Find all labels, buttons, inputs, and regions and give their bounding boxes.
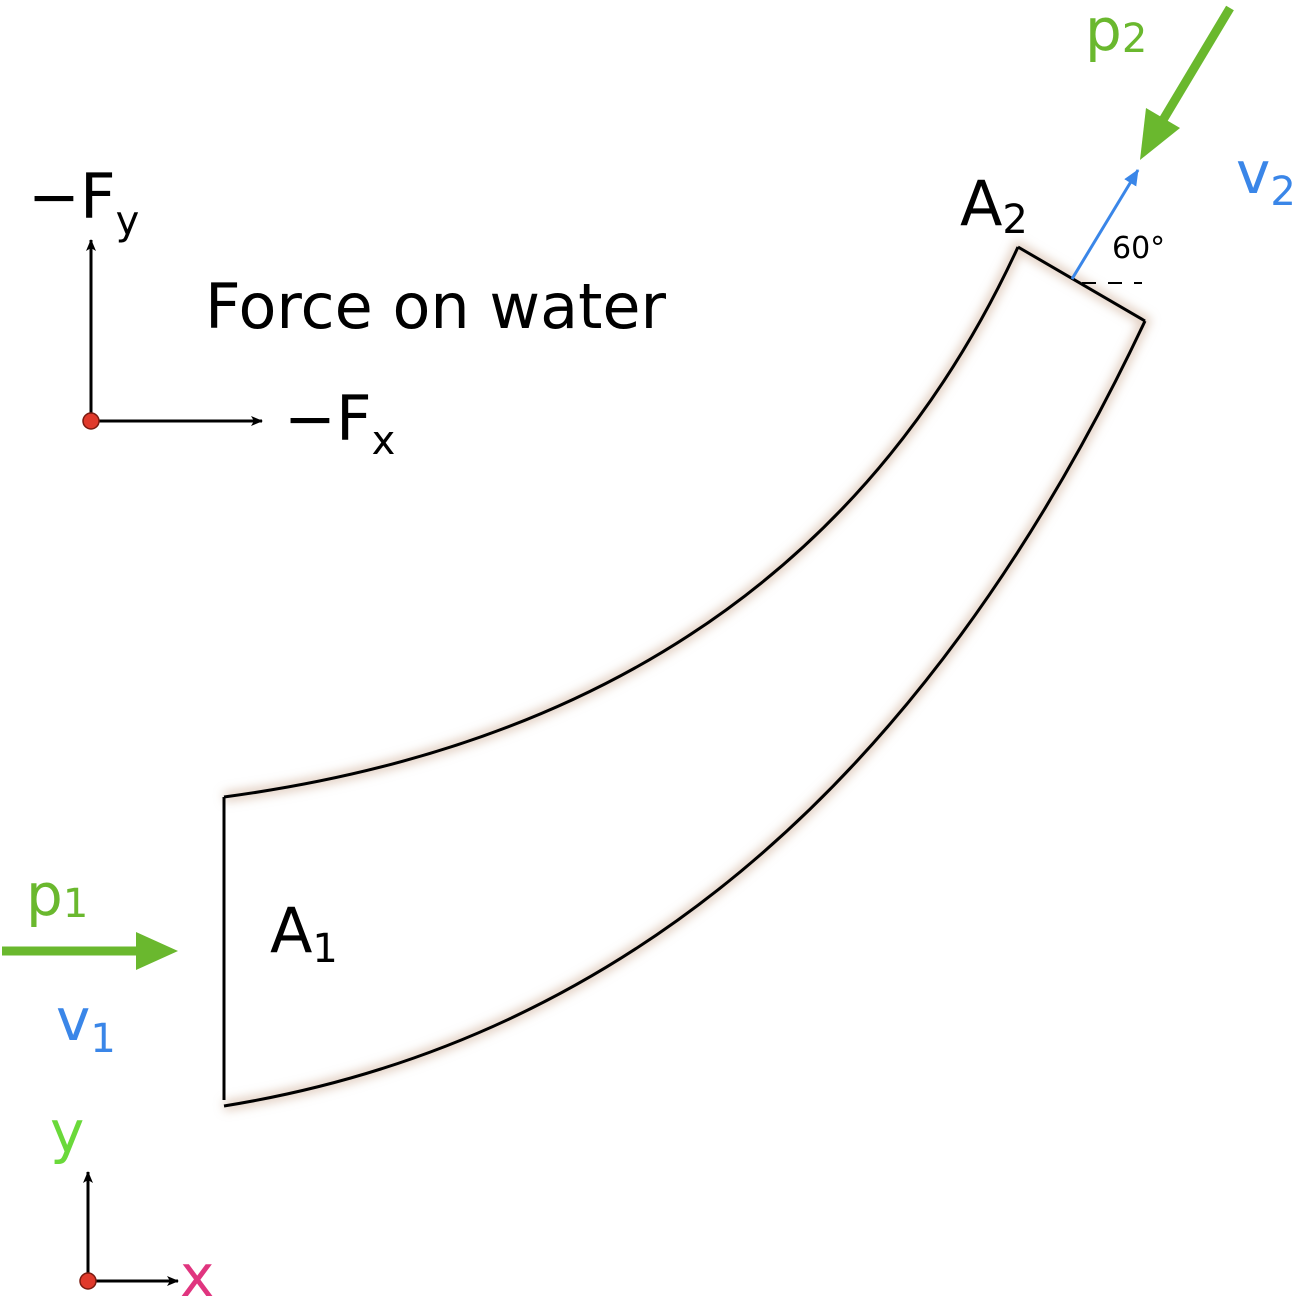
pipe-top-wall — [223, 246, 1020, 799]
pipe-shadow — [223, 239, 1152, 1111]
caption: Force on water — [205, 270, 667, 343]
v1-label: v1 — [56, 986, 116, 1062]
angle-label: 60° — [1112, 231, 1165, 266]
outlet-face — [1017, 245, 1146, 323]
p1-arrow-head — [136, 932, 178, 970]
v2-label: v2 — [1236, 139, 1296, 215]
coord-origin-dot — [79, 1272, 97, 1290]
a1-label: A1 — [270, 894, 338, 972]
pipe-bottom-wall — [223, 320, 1147, 1108]
coord-x-label: x — [180, 1242, 214, 1298]
force-x-label: −Fx — [284, 382, 395, 464]
p1-label: p1 — [26, 861, 88, 929]
force-origin-dot — [82, 412, 100, 430]
coord-y-label: y — [50, 1098, 84, 1166]
p2-arrow-shaft — [1159, 5, 1234, 123]
v2-arrow — [1070, 169, 1140, 280]
a2-label: A2 — [960, 167, 1028, 243]
p2-label: p2 — [1085, 0, 1147, 64]
p2-arrow-head — [1140, 108, 1180, 160]
force-y-label: −Fy — [28, 160, 139, 244]
